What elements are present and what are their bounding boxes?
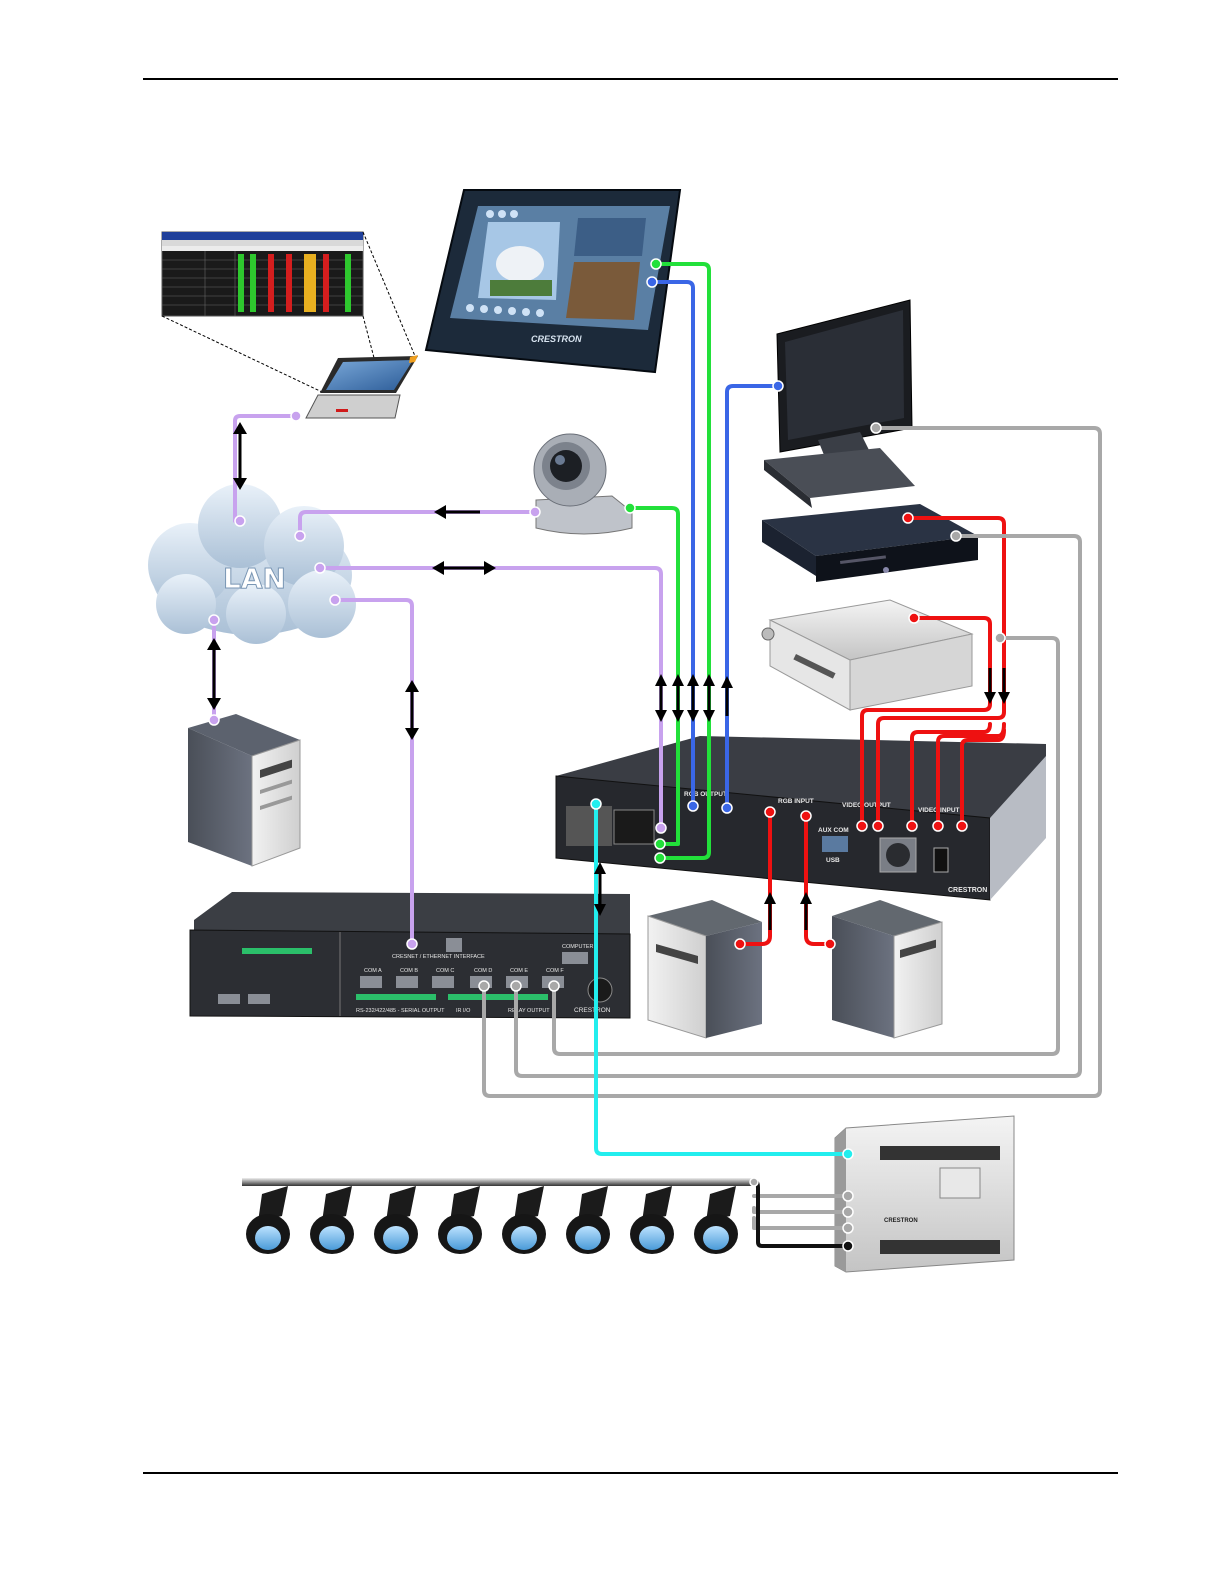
track-light xyxy=(566,1186,610,1254)
bidirectional-arrow xyxy=(672,674,684,722)
aux-com-label: AUX COM xyxy=(818,827,849,834)
com-f-label: COM F xyxy=(546,968,564,974)
io-label: IR I/O xyxy=(456,1008,471,1014)
ptz-camera xyxy=(534,434,632,534)
com-d-label: COM D xyxy=(474,968,492,974)
bidirectional-arrow xyxy=(432,561,496,575)
lan-label: LAN xyxy=(223,562,286,595)
track-light xyxy=(502,1186,546,1254)
dvd-player xyxy=(762,504,978,582)
video-output-label: VIDEO OUTPUT xyxy=(842,802,891,809)
server-tower xyxy=(188,714,300,866)
com-a-label: COM A xyxy=(364,968,382,974)
dimmer-panel: CRESTRON xyxy=(835,1116,1014,1272)
blue-cables xyxy=(652,282,778,808)
arrow-down xyxy=(998,668,1010,704)
com-b-label: COM B xyxy=(400,968,418,974)
track-light xyxy=(310,1186,354,1254)
control-logo: CRESTRON xyxy=(574,1007,611,1014)
serial-output-label: RS-232/422/485 - SERIAL OUTPUT xyxy=(356,1008,445,1014)
touchpanel-logo: CRESTRON xyxy=(531,334,582,344)
track-light xyxy=(246,1186,290,1254)
laptop xyxy=(162,232,418,418)
arrow-left xyxy=(434,505,480,519)
track-light xyxy=(630,1186,674,1254)
rgb-input-label: RGB INPUT xyxy=(778,798,814,805)
status-window-zoom xyxy=(162,232,363,316)
dimmer-logo: CRESTRON xyxy=(884,1218,918,1224)
rgb-output-label: RGB OUTPUT xyxy=(684,791,727,798)
monitor xyxy=(764,300,915,508)
track-lights xyxy=(242,1178,754,1254)
bidirectional-arrow xyxy=(687,674,699,722)
track-light xyxy=(694,1186,738,1254)
processor-logo: CRESTRON xyxy=(948,887,987,894)
bidirectional-arrow xyxy=(405,680,419,740)
track-light xyxy=(374,1186,418,1254)
bidirectional-arrow xyxy=(655,674,667,722)
lan-cloud: LAN xyxy=(148,484,356,644)
computer-label: COMPUTER xyxy=(562,944,594,950)
com-c-label: COM C xyxy=(436,968,454,974)
touchpanel: CRESTRON xyxy=(426,190,680,372)
pc-tower-left xyxy=(648,900,762,1038)
arrow-down xyxy=(984,668,996,704)
usb-label: USB xyxy=(826,857,840,864)
track-light xyxy=(438,1186,482,1254)
control-net-label: CRESNET / ETHERNET INTERFACE xyxy=(392,954,485,960)
arrow-up xyxy=(721,676,733,716)
arrow-up xyxy=(800,892,812,930)
bidirectional-arrow xyxy=(207,638,221,710)
pc-tower-right xyxy=(832,900,942,1038)
com-e-label: COM E xyxy=(510,968,528,974)
arrow-up xyxy=(764,892,776,930)
bidirectional-arrow xyxy=(703,674,715,722)
